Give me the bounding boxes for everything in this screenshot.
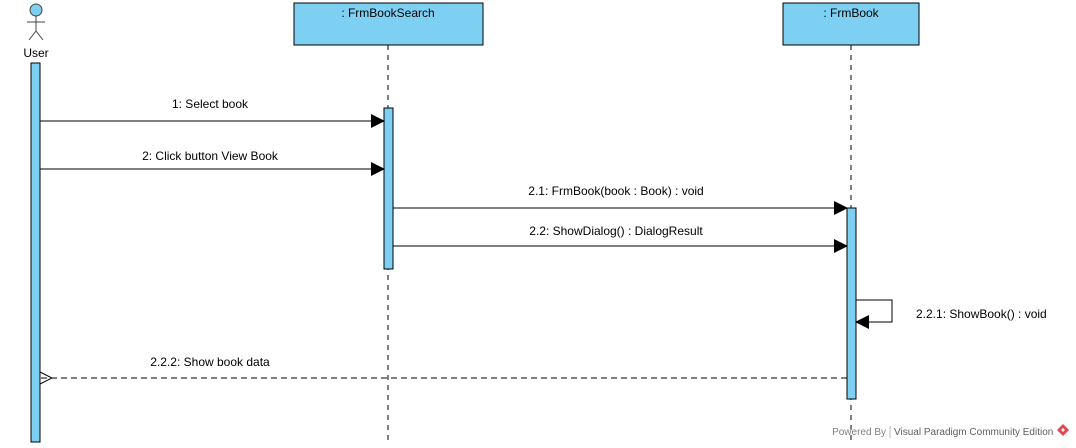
actor-name: User [23, 46, 48, 60]
message-select-book[interactable]: 1: Select book [40, 97, 385, 128]
lifeline-label: : FrmBook [823, 6, 879, 20]
stick-figure-icon [27, 3, 45, 41]
message-label: 2.1: FrmBook(book : Book) : void [528, 184, 703, 198]
message-show-book-data[interactable]: 2.2.2: Show book data [40, 355, 847, 378]
message-label: 2.2.1: ShowBook() : void [916, 307, 1047, 321]
message-show-dialog[interactable]: 2.2: ShowDialog() : DialogResult [393, 224, 848, 253]
activation-user [30, 62, 41, 443]
footer-watermark: Powered By Visual Paradigm Community Edi… [832, 424, 1069, 438]
message-click-view-book[interactable]: 2: Click button View Book [40, 149, 385, 176]
message-label: 2: Click button View Book [142, 149, 279, 163]
message-label: 2.2.2: Show book data [150, 355, 270, 369]
lifeline-head[interactable] [293, 2, 484, 46]
message-show-book-self[interactable]: 2.2.1: ShowBook() : void [855, 299, 1047, 329]
actor-user[interactable]: User [23, 3, 49, 60]
activation-frmbooksearch [383, 107, 394, 270]
message-label: 1: Select book [172, 97, 249, 111]
lifeline-frmbook[interactable]: : FrmBook [782, 2, 920, 46]
message-arrow [855, 299, 893, 329]
footer-edition: Visual Paradigm Community Edition [894, 427, 1053, 438]
message-frmbook-constructor[interactable]: 2.1: FrmBook(book : Book) : void [393, 184, 848, 215]
lifeline-frmbooksearch[interactable]: : FrmBookSearch [293, 2, 484, 46]
lifeline-label: : FrmBookSearch [341, 6, 434, 20]
visual-paradigm-logo-icon [1057, 424, 1069, 436]
footer-powered-by: Powered By [832, 427, 886, 438]
activation-frmbook [846, 207, 857, 400]
message-label: 2.2: ShowDialog() : DialogResult [529, 224, 703, 238]
